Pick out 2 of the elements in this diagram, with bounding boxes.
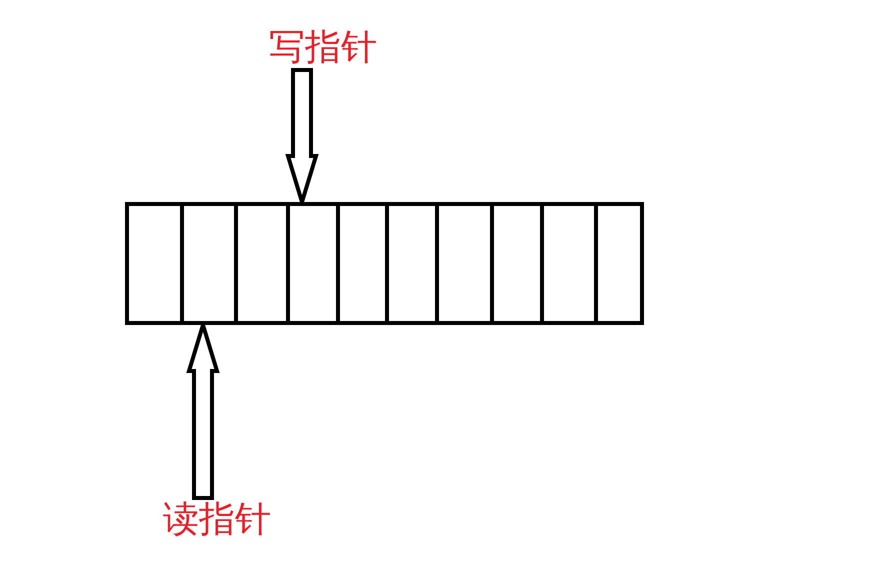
pointer-label: 读指针 [163, 502, 271, 538]
pointer-label: 写指针 [269, 30, 377, 66]
